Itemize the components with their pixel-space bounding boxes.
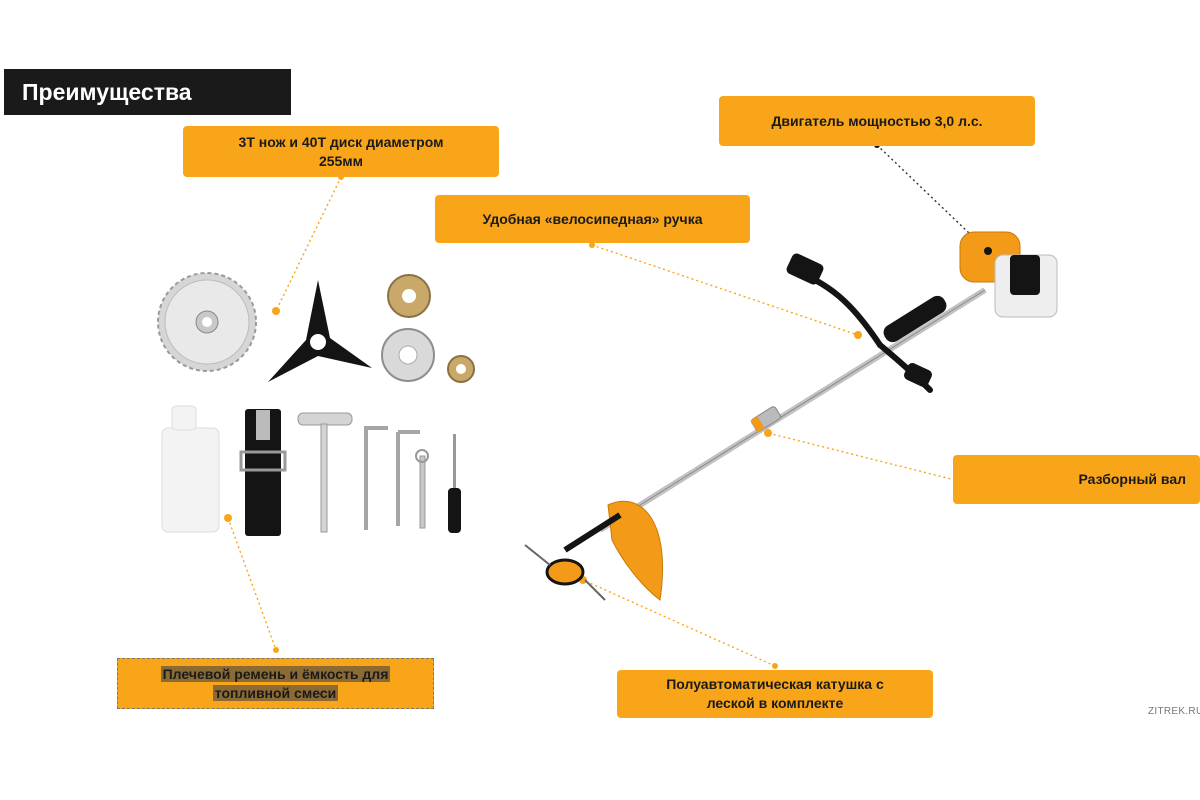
strap-callout-line2[interactable]: топливной смеси [212,684,339,701]
spool-callout-line2: леской в комплекте [706,695,844,711]
page-title-text: Преимущества [22,78,192,105]
flange-icon [381,328,435,382]
hex-key-icon [364,426,420,530]
spool-callout-line1: Полуавтоматическая катушка с [666,676,884,693]
three-tooth-blade-icon [268,280,372,382]
nut-icon [447,355,475,383]
washer-icon [387,274,431,318]
engine-connector [876,144,994,257]
engine-callout-text: Двигатель мощностью 3,0 л.с. [771,112,983,129]
circular-saw-disc-icon [157,272,257,372]
shaft-callout-text: Разборный вал [1078,471,1186,488]
trimmer-head [524,512,622,601]
blades-callout-line2: 255мм [318,152,364,169]
screwdriver-icon [448,434,461,533]
engine [959,231,1058,318]
spool-callout: Полуавтоматическая катушка с леской в ко… [617,670,933,718]
shaft-connector [767,432,956,481]
t-wrench-icon [297,412,353,533]
fuel-bottle-icon [161,405,220,533]
page-title: Преимущества [4,69,291,115]
engine-callout: Двигатель мощностью 3,0 л.с. [719,96,1035,146]
handle-connector [591,244,859,336]
shoulder-strap-icon [239,409,287,536]
shaft-callout: Разборный вал [953,455,1200,504]
slide-canvas [0,68,1200,732]
spool-connector [582,579,776,667]
strap-callout-line1[interactable]: Плечевой ремень и ёмкость для [160,665,391,682]
watermark: ZITREK.RU [1148,706,1200,717]
strap-callout[interactable]: Плечевой ремень и ёмкость для топливной … [117,658,434,709]
blades-callout: 3T нож и 40T диск диаметром 255мм [183,126,499,177]
strap-connector [227,517,277,651]
handle-callout: Удобная «велосипедная» ручка [435,195,750,243]
spanner-icon [415,449,429,529]
handle-callout-text: Удобная «велосипедная» ручка [482,210,703,227]
blades-callout-line1: 3T нож и 40T диск диаметром [238,133,444,150]
